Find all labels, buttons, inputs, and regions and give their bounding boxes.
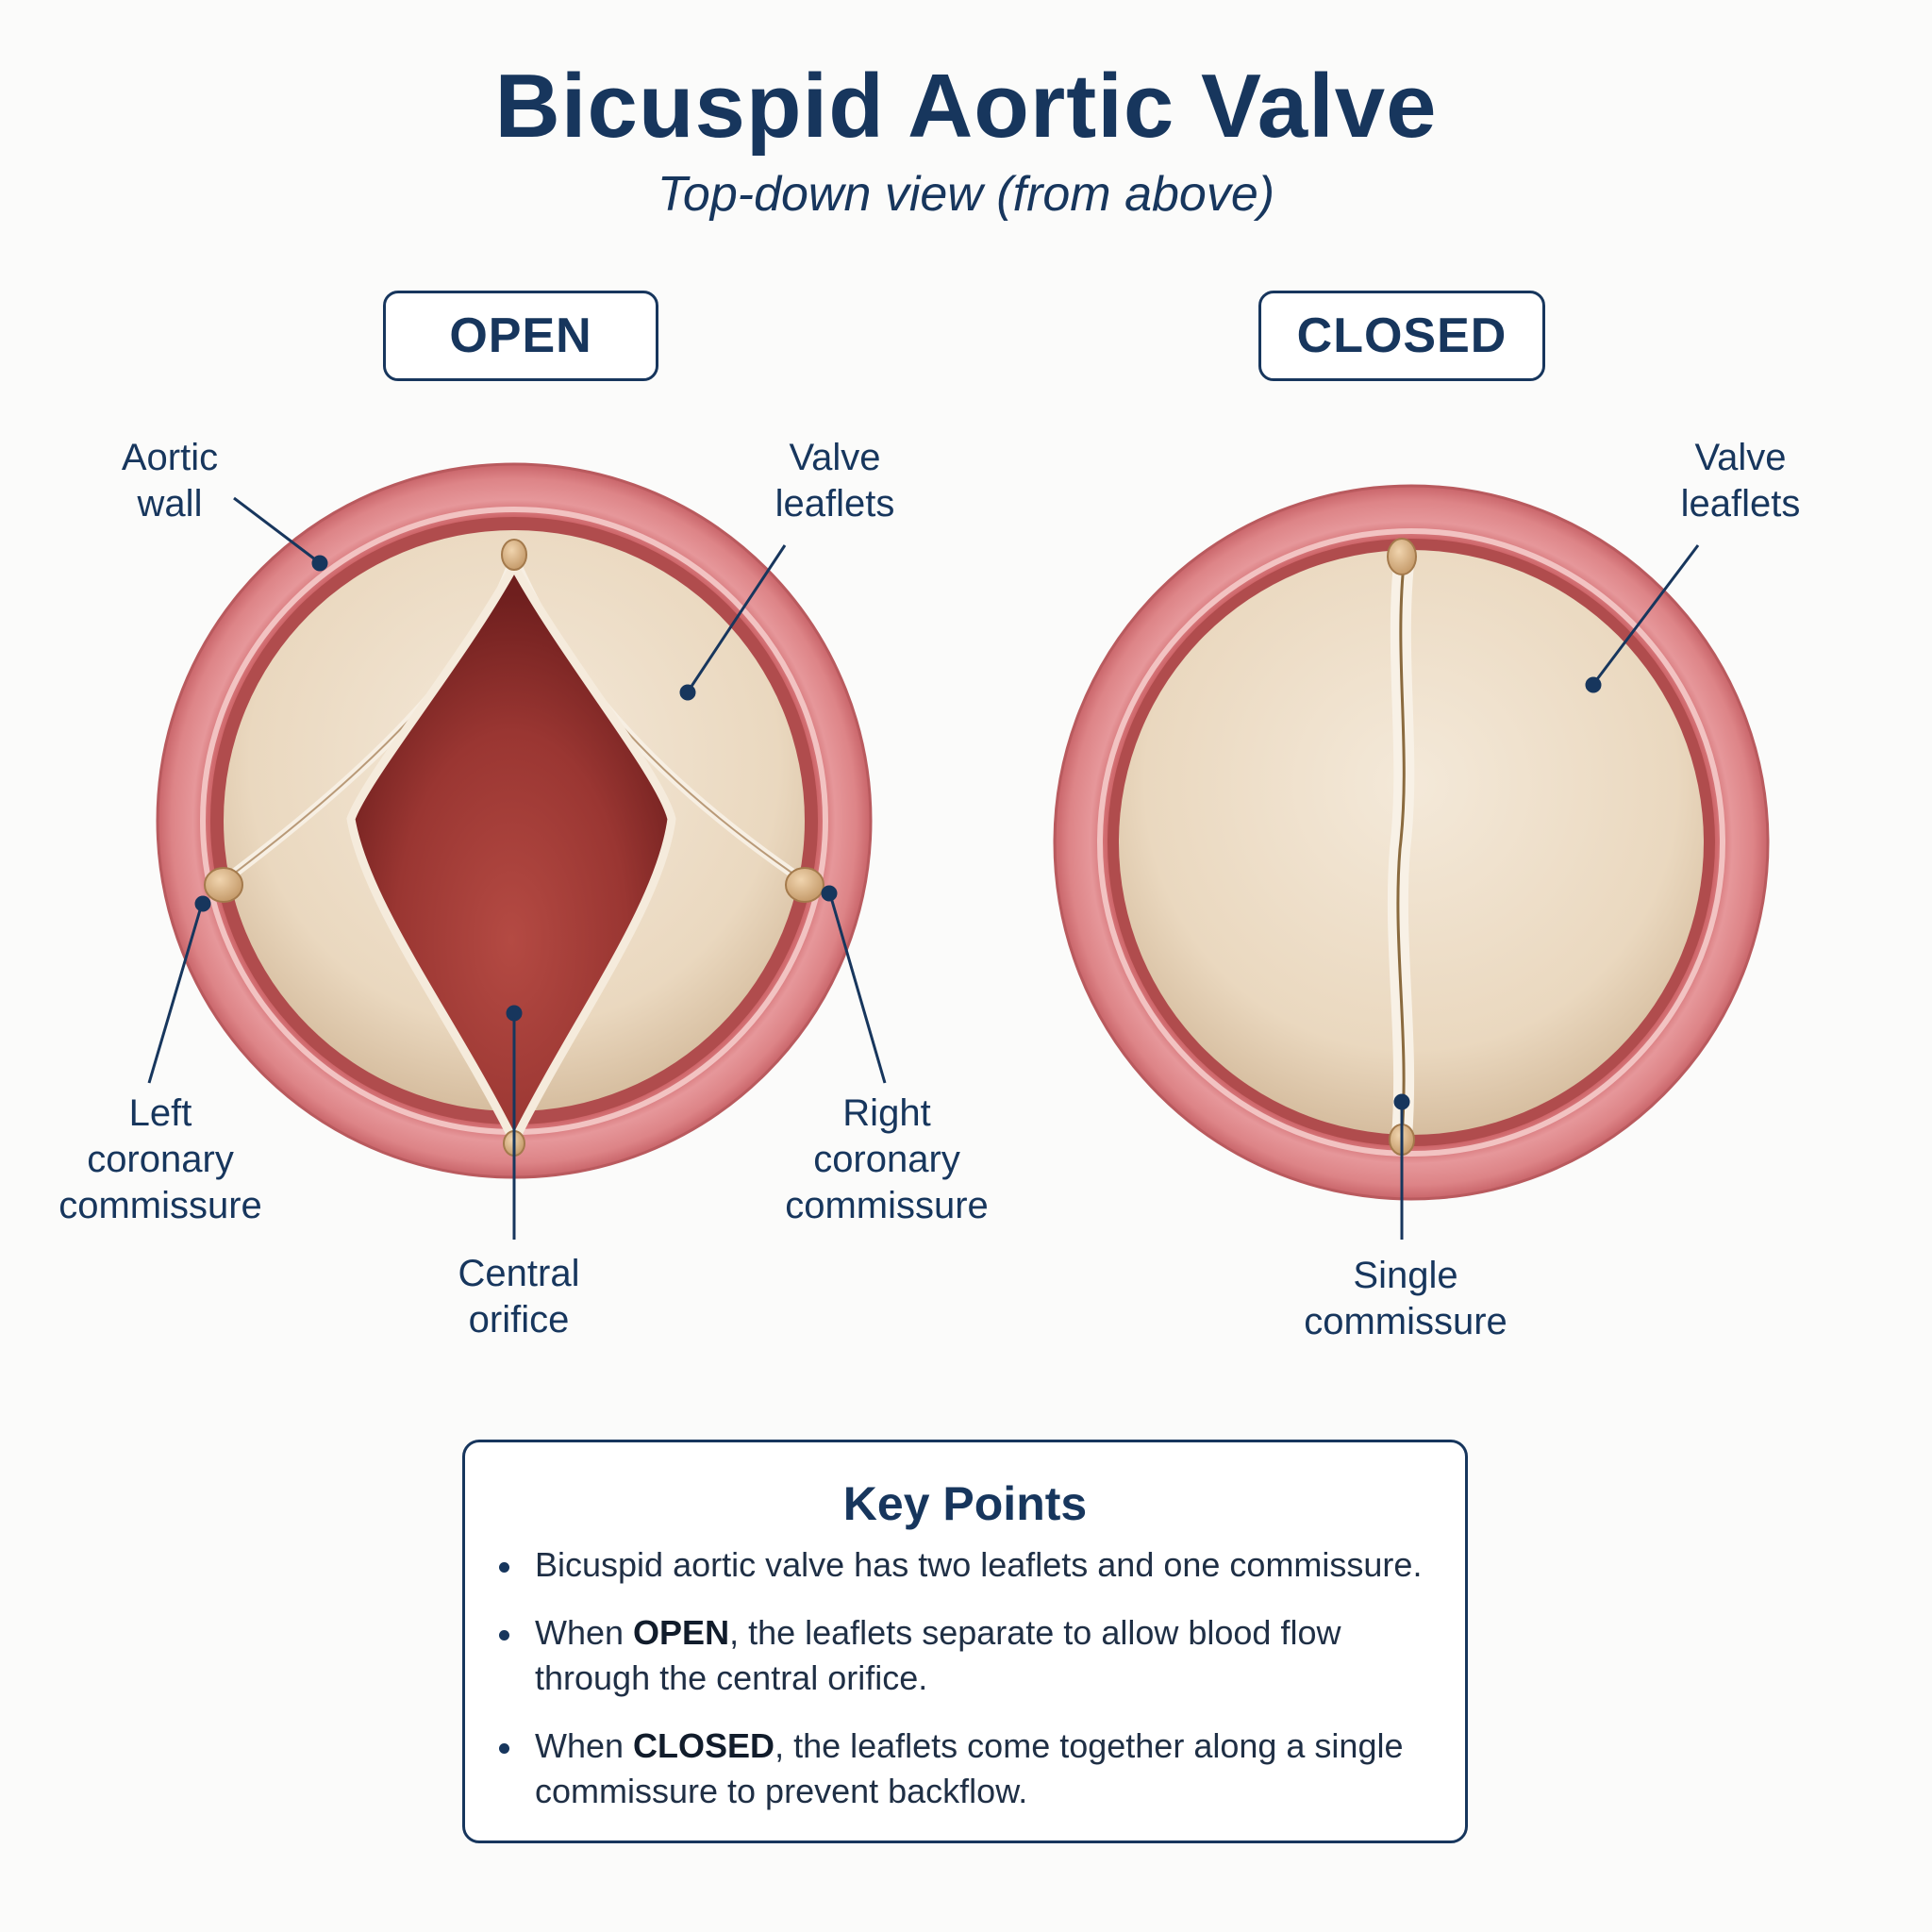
- page-title: Bicuspid Aortic Valve: [494, 56, 1438, 157]
- closed-commissure-top: [1387, 538, 1417, 575]
- label-left-coronary-commissure: Left coronary commissure: [58, 1092, 262, 1226]
- leader-dot-leaflets-open: [679, 684, 696, 701]
- key-point-item: Bicuspid aortic valve has two leaflets a…: [499, 1542, 1442, 1588]
- open-state-label: OPEN: [383, 291, 658, 381]
- closed-leaflet-area: [1119, 550, 1704, 1135]
- closed-valve: [1053, 484, 1770, 1201]
- leader-dot-leaflets-closed: [1585, 676, 1602, 693]
- key-points-panel: Key Points Bicuspid aortic valve has two…: [462, 1440, 1468, 1843]
- leader-aortic-wall: [233, 496, 320, 564]
- open-valve: [156, 462, 873, 1179]
- key-points-title: Key Points: [842, 1477, 1088, 1530]
- leader-dot-left-commissure: [194, 895, 211, 912]
- leader-dot-right-commissure: [821, 885, 838, 902]
- open-commissure-top: [501, 539, 527, 571]
- closed-state-label: CLOSED: [1258, 291, 1545, 381]
- leader-leaflets-open: [687, 544, 787, 691]
- open-commissure-right: [785, 867, 824, 903]
- page-subtitle: Top-down view (from above): [657, 167, 1275, 222]
- leader-dot-single-commissure: [1393, 1093, 1410, 1110]
- closed-wall-inner-ring: [1097, 528, 1725, 1157]
- label-right-coronary-commissure: Right coronary commissure: [785, 1092, 989, 1226]
- label-valve-leaflets-closed: Valve leaflets: [1680, 437, 1801, 525]
- label-aortic-wall: Aortic wall: [121, 437, 219, 525]
- key-point-item: When OPEN, the leaflets separate to allo…: [499, 1610, 1442, 1701]
- label-central-orifice: Central orifice: [458, 1253, 580, 1341]
- leader-leaflets-closed: [1592, 544, 1700, 684]
- key-point-item: When CLOSED, the leaflets come together …: [499, 1724, 1442, 1814]
- closed-coaptation-gap: [1396, 563, 1406, 1138]
- label-single-commissure: Single commissure: [1304, 1255, 1507, 1342]
- leader-dot-aortic-wall: [311, 555, 328, 572]
- leader-lines: [147, 496, 1700, 1240]
- bullet-icon: [499, 1743, 509, 1754]
- bullet-icon: [499, 1630, 509, 1641]
- leader-right-commissure: [828, 893, 887, 1084]
- bullet-icon: [499, 1562, 509, 1573]
- key-points-list: Bicuspid aortic valve has two leaflets a…: [499, 1542, 1442, 1837]
- open-commissure-left: [204, 867, 243, 903]
- leader-left-commissure: [147, 903, 204, 1084]
- label-valve-leaflets-open: Valve leaflets: [774, 437, 895, 525]
- leader-dot-central-orifice: [506, 1005, 523, 1022]
